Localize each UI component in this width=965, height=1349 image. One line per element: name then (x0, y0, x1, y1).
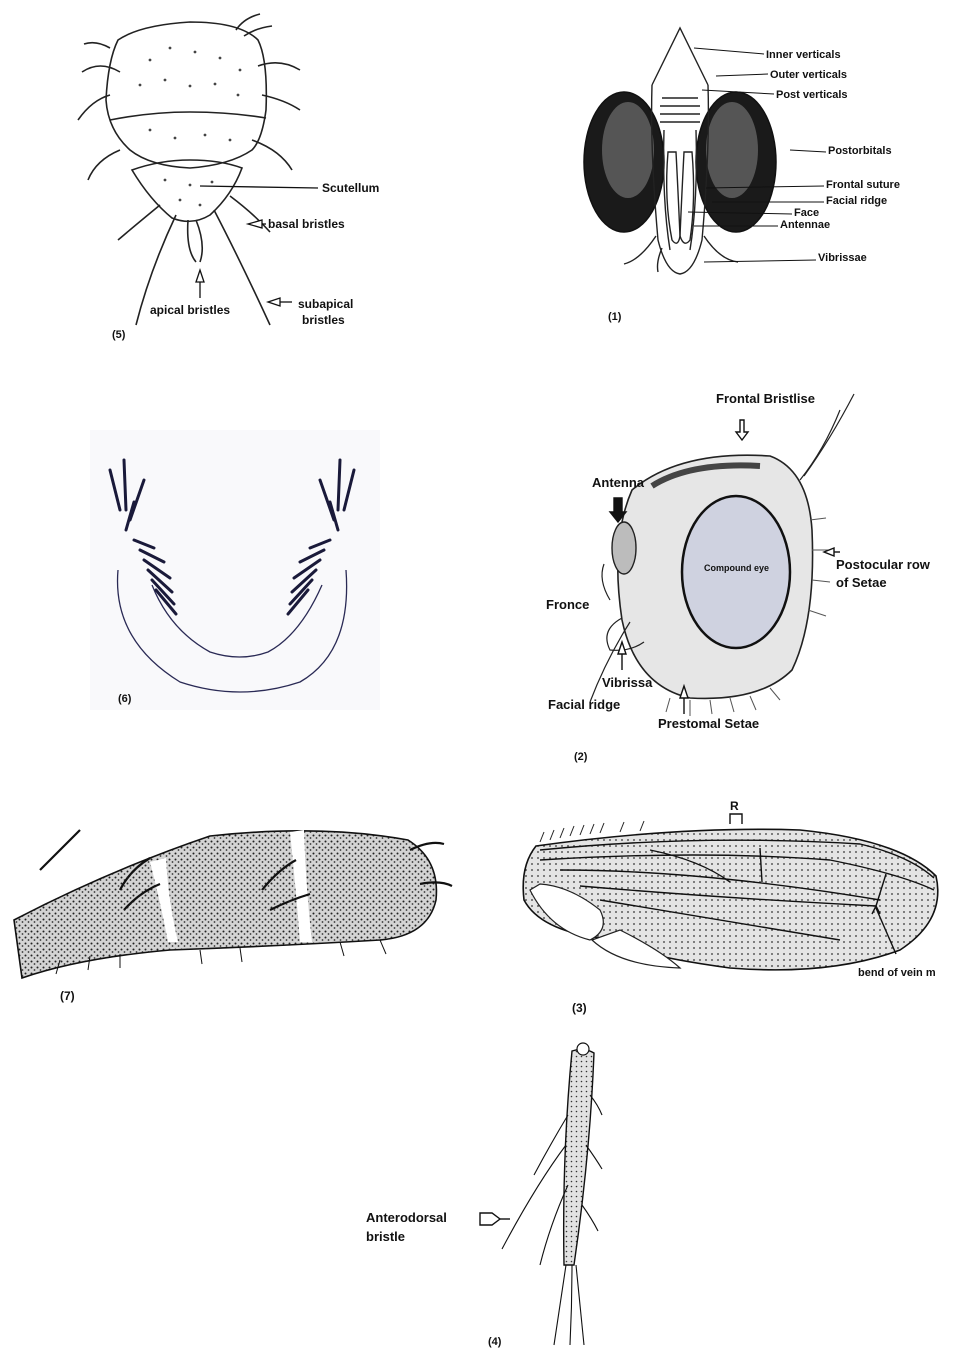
leg-drawing (0, 810, 470, 1010)
panel-5-number: (5) (112, 330, 125, 341)
label-postocular-1: Postocular row (836, 558, 930, 571)
label-inner-verticals: Inner verticals (766, 50, 841, 61)
label-apical-bristles: apical bristles (150, 304, 230, 316)
head-front-drawing (480, 0, 965, 350)
wing-drawing (500, 790, 965, 1020)
label-vibrissae: Vibrissae (818, 253, 867, 264)
panel-5-scutellum: Scutellum basal bristles apical bristles… (0, 0, 480, 350)
label-postocular-2: of Setae (836, 576, 887, 589)
panel-1-number: (1) (608, 312, 621, 323)
panel-4-number: (4) (488, 1337, 501, 1348)
panel-1-head-front: Inner verticals Outer verticals Post ver… (480, 0, 965, 350)
label-compound-eye: Compound eye (704, 564, 769, 573)
label-bristle: bristle (366, 1230, 405, 1243)
panel-2-number: (2) (574, 752, 587, 763)
label-outer-verticals: Outer verticals (770, 70, 847, 81)
label-face: Face (794, 208, 819, 219)
label-scutellum: Scutellum (322, 182, 379, 194)
structure-6-drawing (90, 430, 380, 720)
label-frontal-bristlise: Frontal Bristlise (716, 392, 815, 405)
panel-7-leg: (7) (0, 810, 470, 1010)
label-facial-ridge: Facial ridge (826, 196, 887, 207)
panel-3-wing: R bend of vein m (3) (500, 790, 965, 1020)
label-basal-bristles: basal bristles (268, 218, 345, 230)
label-fronce: Fronce (546, 598, 589, 611)
label-vibrissa: Vibrissa (602, 676, 652, 689)
label-facial-ridge-2: Facial ridge (548, 698, 620, 711)
label-frontal-suture: Frontal suture (826, 180, 900, 191)
label-prestomal-setae: Prestomal Setae (658, 717, 759, 730)
tibia-drawing (340, 1035, 640, 1349)
label-anterodorsal: Anterodorsal (366, 1211, 447, 1224)
label-r: R (730, 800, 739, 812)
panel-6-number: (6) (118, 694, 131, 705)
panel-2-head-lateral: Frontal Bristlise Antenna Compound eye P… (540, 380, 965, 770)
label-subapical-1: subapical (298, 298, 353, 310)
label-post-verticals: Post verticals (776, 90, 848, 101)
panel-6-structure: (6) (90, 430, 380, 720)
label-antenna: Antenna (592, 476, 644, 489)
panel-4-tibia: Anterodorsal bristle (4) (340, 1035, 640, 1349)
label-bend-of-vein-m: bend of vein m (858, 968, 936, 979)
panel-3-number: (3) (572, 1002, 587, 1014)
label-antennae: Antennae (780, 220, 830, 231)
label-postorbitals: Postorbitals (828, 146, 892, 157)
label-subapical-2: bristles (302, 314, 345, 326)
panel-7-number: (7) (60, 990, 75, 1002)
scutellum-drawing (0, 0, 480, 350)
